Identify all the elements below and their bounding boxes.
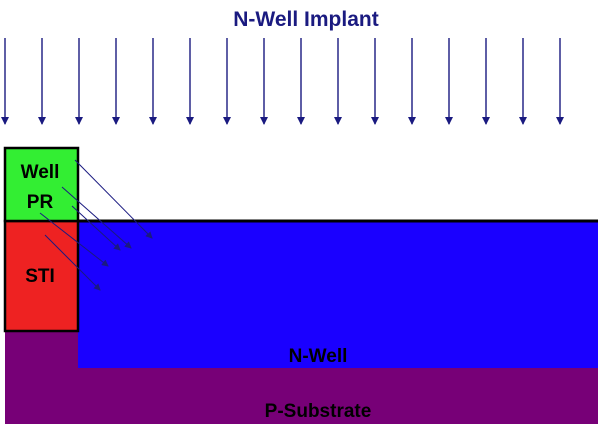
diagram-title: N-Well Implant [233, 8, 378, 31]
n-well-label: N-Well [289, 346, 348, 367]
scattered-ion-arrow [74, 159, 153, 239]
p-substrate-label: P-Substrate [265, 401, 372, 422]
scattered-ion-arrows [39, 159, 153, 291]
sti-block [3, 219, 80, 333]
implant-arrows [1, 38, 564, 125]
well-pr-label-line2: PR [27, 192, 54, 213]
well-pr-label-line1: Well [21, 162, 60, 183]
n-well-region [78, 221, 598, 368]
sti-label: STI [25, 266, 55, 287]
scattered-ion-arrow [39, 212, 109, 267]
scattered-ion-arrow [44, 234, 101, 291]
well-pr-block [3, 146, 80, 223]
scattered-ion-arrow [61, 186, 132, 249]
scattered-ion-arrow [71, 205, 121, 251]
